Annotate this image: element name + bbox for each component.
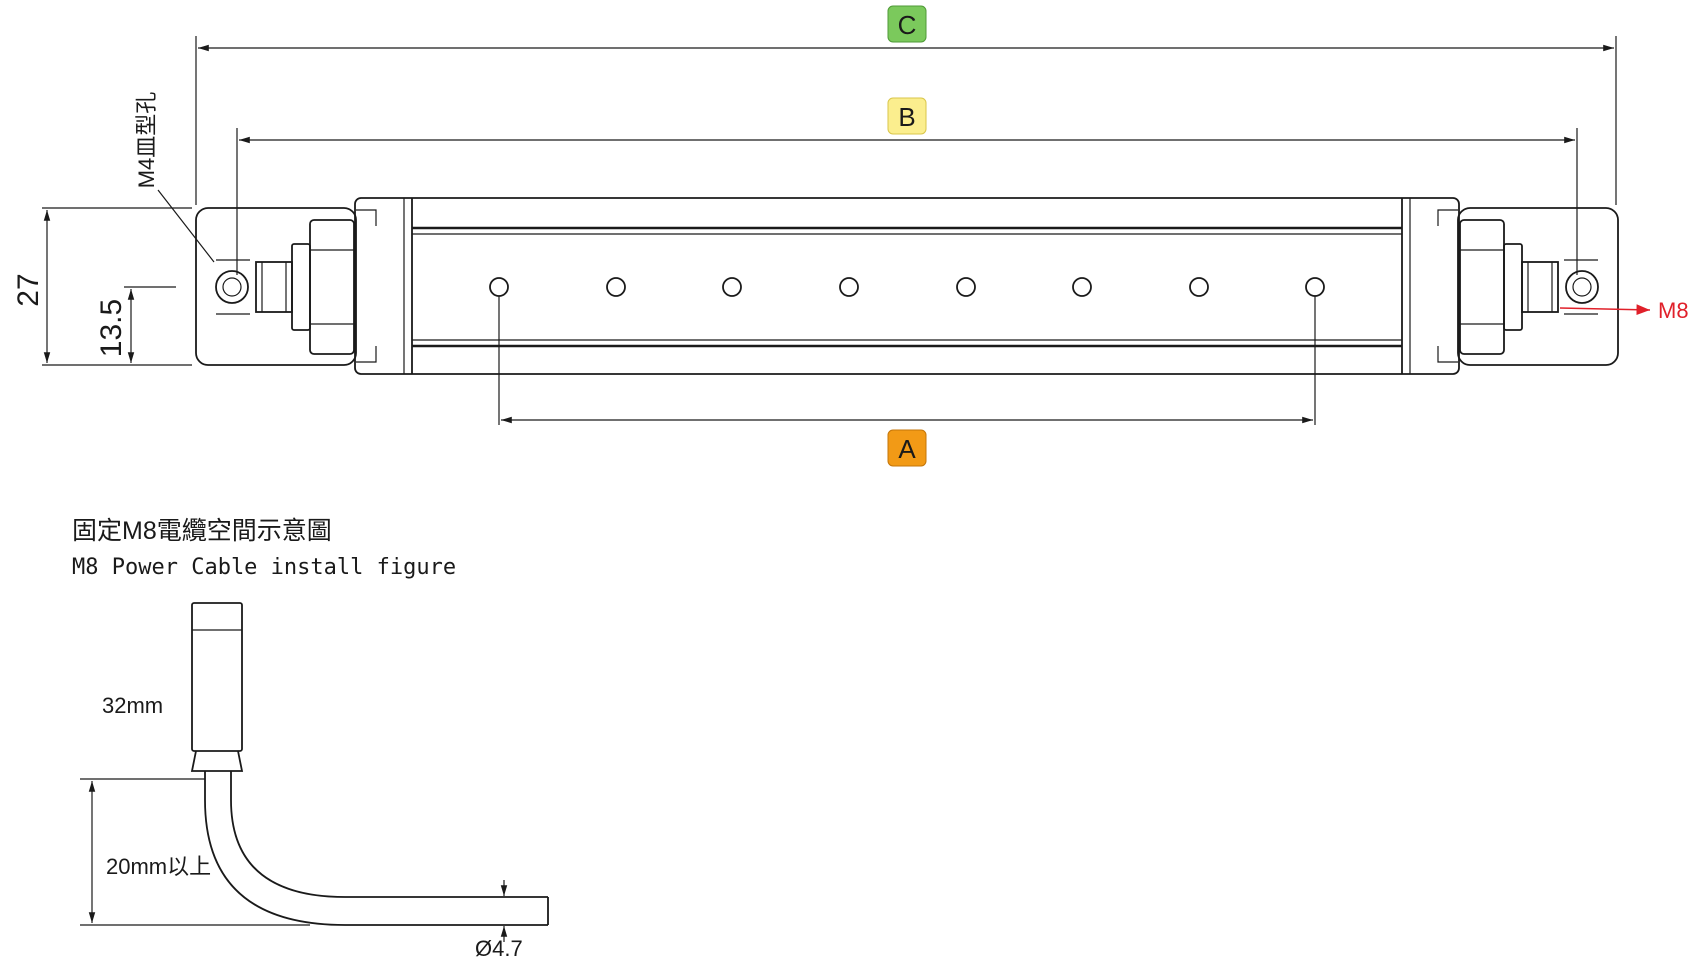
light-bar-body <box>195 197 1619 375</box>
left-fitting <box>215 219 355 355</box>
label-a-badge <box>887 429 927 467</box>
label-c-badge <box>887 5 927 43</box>
diameter-dimension: Ø4.7 <box>475 880 523 961</box>
led-hole <box>1072 277 1092 297</box>
dimension-c: C <box>195 5 1617 205</box>
dimension-center-height: 13.5 <box>95 286 176 363</box>
mount-hole-callout: M4皿型孔 <box>134 92 215 263</box>
bend-space-dimension: 20mm以上 <box>80 778 310 926</box>
led-hole <box>956 277 976 297</box>
right-fitting <box>1459 219 1599 355</box>
led-hole <box>489 277 509 297</box>
label-b: B <box>898 102 915 132</box>
cable-figure-titles: 固定M8電纜空間示意圖 M8 Power Cable install figur… <box>72 517 456 580</box>
m8-cable-drawing: 32mm <box>102 602 549 926</box>
height-value: 27 <box>12 273 45 306</box>
connector-label: M8 <box>1658 298 1689 323</box>
dimension-b: B <box>236 97 1578 275</box>
led-hole <box>722 277 742 297</box>
bend-space-label: 20mm以上 <box>106 854 211 879</box>
dimension-a: A <box>498 296 1316 467</box>
label-c: C <box>898 10 917 40</box>
led-hole <box>839 277 859 297</box>
connector-callout: M8 <box>1559 298 1689 323</box>
center-height-value: 13.5 <box>95 299 128 357</box>
led-hole <box>1305 277 1325 297</box>
cable-figure-title-cn: 固定M8電纜空間示意圖 <box>72 517 332 545</box>
led-hole <box>1189 277 1209 297</box>
label-a: A <box>898 434 916 464</box>
cable-figure-title-en: M8 Power Cable install figure <box>72 555 456 580</box>
dimension-height: 27 <box>12 207 192 366</box>
plug-length-label: 32mm <box>102 693 163 718</box>
led-hole <box>606 277 626 297</box>
mount-hole-label: M4皿型孔 <box>134 92 159 189</box>
led-holes <box>489 277 1325 297</box>
label-b-badge <box>887 97 927 135</box>
diameter-label: Ø4.7 <box>475 936 523 961</box>
